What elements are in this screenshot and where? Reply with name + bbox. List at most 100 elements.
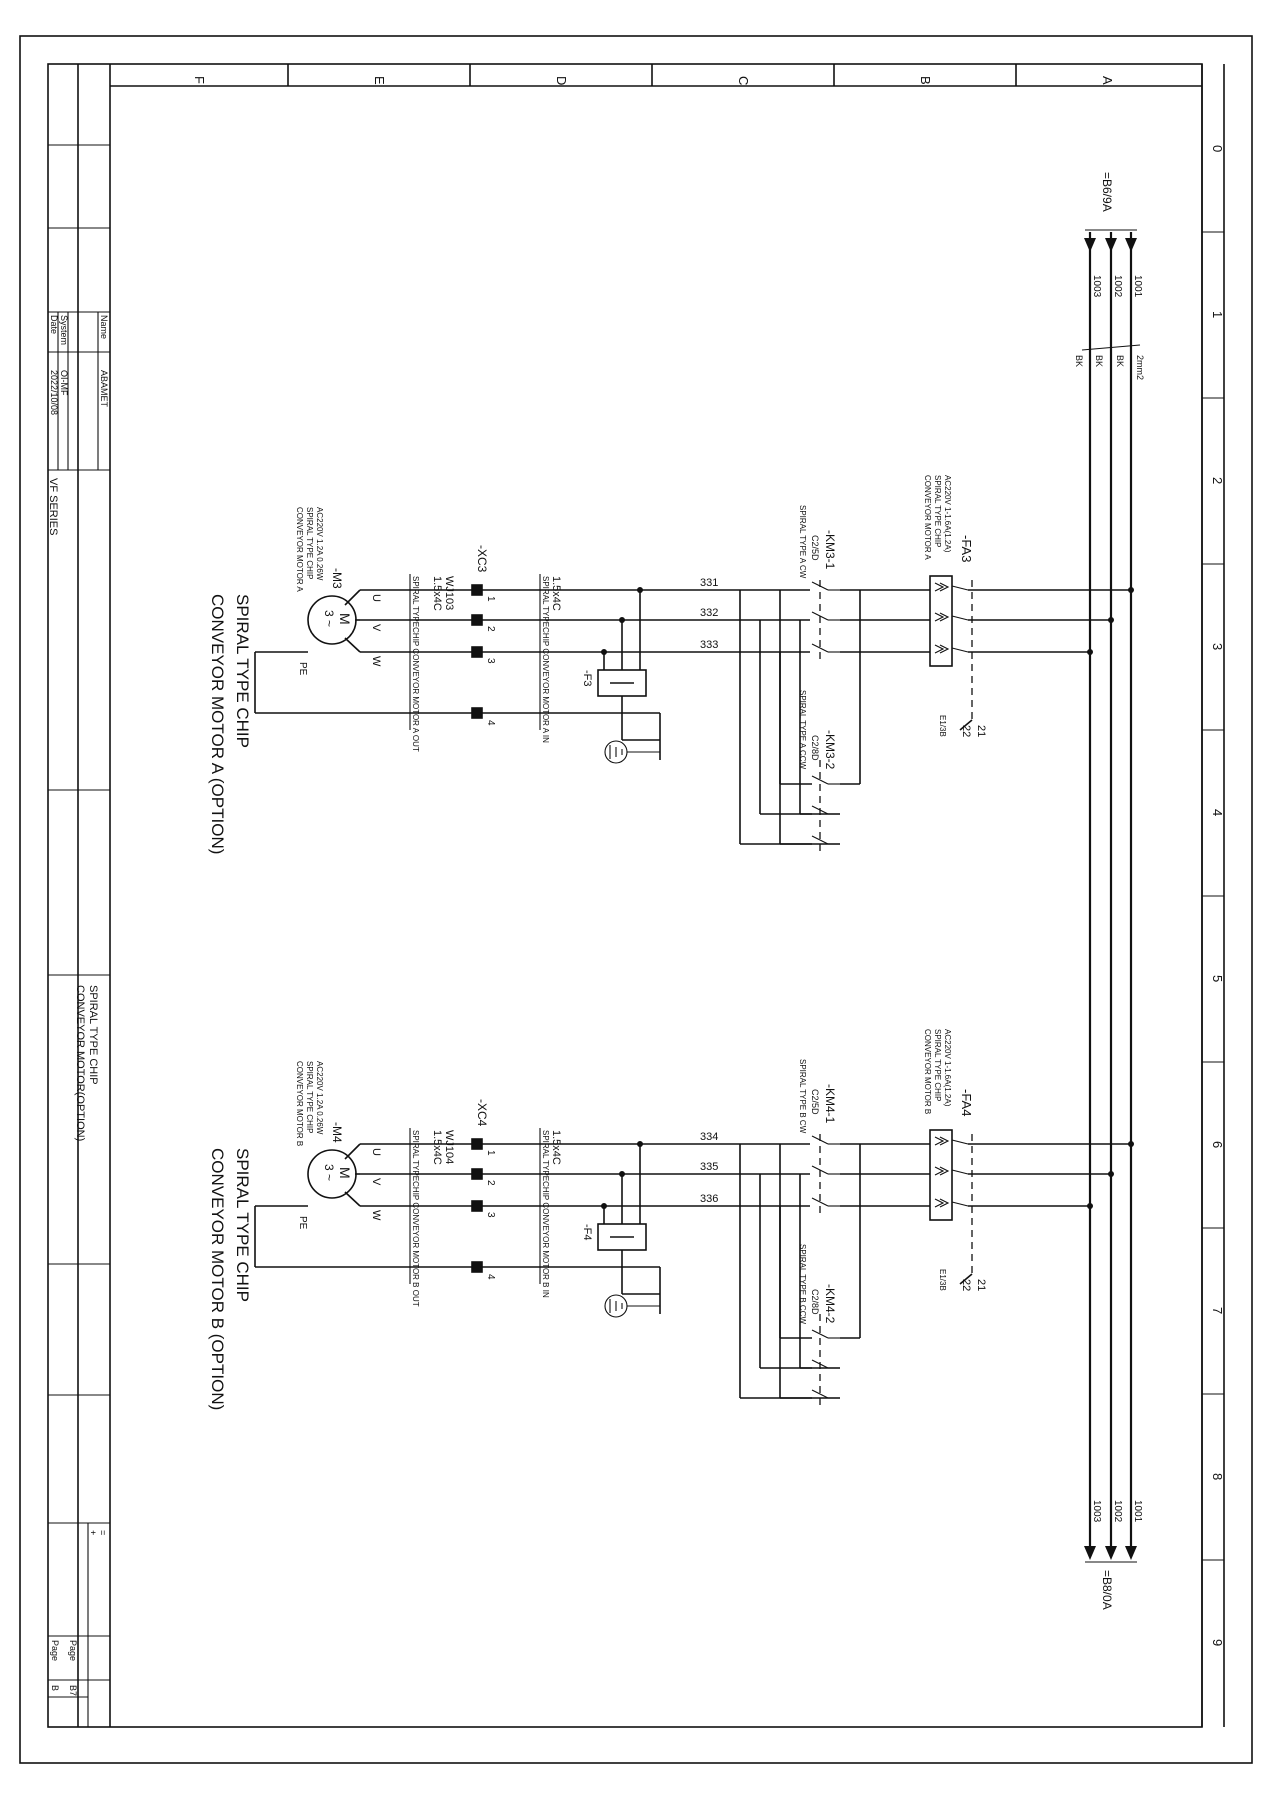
contactor-cw-model: C2/5D bbox=[810, 535, 820, 561]
outer-border bbox=[19, 35, 1253, 1764]
motor-symbol: 3 ~ bbox=[322, 610, 336, 627]
wire-number: 335 bbox=[700, 1161, 718, 1173]
row-label: 0 bbox=[1210, 145, 1225, 152]
phase-lines bbox=[480, 589, 1131, 653]
wire-number: 332 bbox=[700, 607, 718, 619]
sym-plus: + bbox=[88, 1530, 98, 1535]
bus-arrow-out bbox=[1105, 1546, 1117, 1560]
contactor-ccw-tag: -KM3-2 bbox=[823, 730, 837, 770]
row-label: 4 bbox=[1210, 809, 1225, 816]
terminal-number: 2 bbox=[485, 626, 496, 632]
supply-bus bbox=[1081, 229, 1141, 1563]
row-label: 6 bbox=[1210, 1141, 1225, 1148]
cable-out-id: WJ103 bbox=[443, 576, 455, 610]
bus-arrow-out bbox=[1084, 1546, 1096, 1560]
drawing-title-line2: CONVEYOR MOTOR(OPTION) bbox=[74, 985, 86, 1141]
cable-in-size: 1.5x4C bbox=[550, 1130, 562, 1165]
row-label: 7 bbox=[1210, 1307, 1225, 1314]
motor-symbol: M bbox=[337, 613, 353, 625]
cable-in-desc: SPIRAL TYPECHIP CONVEYOR MOTOR A IN bbox=[541, 576, 550, 743]
bus-wire-2: 1002 bbox=[1112, 275, 1123, 298]
breaker-tag: -FA3 bbox=[959, 535, 974, 562]
row-label: 3 bbox=[1210, 643, 1225, 650]
filter-tag: -F4 bbox=[581, 1224, 593, 1241]
motor-desc: AC220V 1.2A 0.26W bbox=[315, 1061, 324, 1135]
terminal-block bbox=[471, 584, 661, 740]
motor-desc: SPIRAL TYPE CHIP bbox=[305, 1061, 314, 1133]
motor-pe: PE bbox=[297, 1216, 308, 1230]
row-label: 5 bbox=[1210, 975, 1225, 982]
contactor-ccw-tag: -KM4-2 bbox=[823, 1284, 837, 1324]
terminal-number: 2 bbox=[485, 1180, 496, 1186]
motor-phase: V bbox=[370, 624, 382, 632]
bus-section: 2mm2 bbox=[1135, 355, 1145, 380]
terminal-number: 4 bbox=[485, 1274, 496, 1280]
column-label: B bbox=[918, 76, 933, 85]
outgoing-ref: =B8/0A bbox=[1100, 1570, 1114, 1610]
cable-out-desc: SPIRAL TYPECHIP CONVEYOR MOTOR A OUT bbox=[411, 576, 420, 752]
circuit-title-line2: CONVEYOR MOTOR B (OPTION) bbox=[208, 1148, 227, 1410]
motor-pe: PE bbox=[297, 662, 308, 676]
bus-arrow-in bbox=[1084, 238, 1096, 252]
page-value: B7 bbox=[68, 1685, 78, 1696]
column-label: E bbox=[372, 76, 387, 85]
drawing-title-line1: SPIRAL TYPE CHIP bbox=[87, 985, 99, 1085]
column-label: C bbox=[736, 76, 751, 85]
cable-in-size: 1.5x4C bbox=[550, 576, 562, 611]
motor-phase: U bbox=[370, 1148, 382, 1156]
row-label: 1 bbox=[1210, 311, 1225, 318]
series-label: VF SERIES bbox=[47, 478, 59, 535]
motor-symbol: M bbox=[337, 1167, 353, 1179]
breaker-aux: 21 bbox=[975, 1279, 987, 1291]
filter-f3 bbox=[597, 590, 661, 760]
wire-number: 333 bbox=[700, 639, 718, 651]
breaker-desc: AC220V 1-1.6A(1.2A) bbox=[943, 475, 952, 553]
breaker-aux-ref: E1/3B bbox=[938, 715, 947, 737]
motor-phase: W bbox=[370, 1210, 382, 1221]
bus-labels: =B6/9A =B8/0A 1001 1002 1003 1001 1002 1… bbox=[1074, 172, 1145, 1610]
motor-phase: V bbox=[370, 1178, 382, 1186]
motor-phase: W bbox=[370, 656, 382, 667]
date-label: Date bbox=[49, 315, 59, 334]
breaker-desc: AC220V 1-1.6A(1.2A) bbox=[943, 1029, 952, 1107]
page-label-2: Page bbox=[50, 1640, 60, 1661]
bus-color: BK bbox=[1094, 355, 1104, 367]
bus-wire-2: 1002 bbox=[1112, 1500, 1123, 1523]
breaker-aux-ref: E1/3B bbox=[938, 1269, 947, 1291]
breaker-tag: -FA4 bbox=[959, 1089, 974, 1116]
cable-out-size: 1.5x4C bbox=[431, 1130, 443, 1165]
circuit-title-line2: CONVEYOR MOTOR A (OPTION) bbox=[208, 594, 227, 854]
name-label: Name bbox=[99, 315, 109, 339]
date-value: 2022/10/08 bbox=[49, 370, 59, 415]
breaker-desc: CONVEYOR MOTOR A bbox=[923, 475, 932, 560]
contactor-ccw-contacts bbox=[811, 775, 840, 845]
motor-phase: U bbox=[370, 594, 382, 602]
breaker-aux: 21 bbox=[975, 725, 987, 737]
motor-desc: CONVEYOR MOTOR B bbox=[295, 1061, 304, 1146]
terminal-number: 3 bbox=[485, 658, 496, 664]
system-value: OI-MF bbox=[59, 370, 69, 396]
ground-icon bbox=[604, 740, 628, 764]
breaker-desc: SPIRAL TYPE CHIP bbox=[933, 1029, 942, 1101]
contactor-ccw-model: C2/8D bbox=[810, 1289, 820, 1315]
cable-in-desc: SPIRAL TYPECHIP CONVEYOR MOTOR B IN bbox=[541, 1130, 550, 1298]
bus-wire-3: 1003 bbox=[1091, 275, 1102, 298]
motor-m3 bbox=[254, 589, 472, 714]
circuit-title-line1: SPIRAL TYPE CHIP bbox=[233, 1148, 252, 1302]
page-label: Page bbox=[68, 1640, 78, 1661]
circuit-title-line1: SPIRAL TYPE CHIP bbox=[233, 594, 252, 748]
terminal-number: 3 bbox=[485, 1212, 496, 1218]
sym-eq: = bbox=[98, 1530, 108, 1535]
bus-wire-1: 1001 bbox=[1132, 1500, 1143, 1523]
motor-symbol: 3 ~ bbox=[322, 1164, 336, 1181]
column-label: D bbox=[554, 76, 569, 85]
column-dividers bbox=[287, 64, 1017, 86]
column-label: A bbox=[1100, 76, 1115, 85]
contactor-cw-tag: -KM3-1 bbox=[823, 530, 837, 570]
terminal-number: 1 bbox=[485, 596, 496, 602]
bus-arrow-out bbox=[1125, 1546, 1137, 1560]
incoming-ref: =B6/9A bbox=[1100, 172, 1114, 212]
contactor-cw-desc: SPIRAL TYPE A CW bbox=[798, 505, 807, 579]
circuit-motor-a: -FA3 AC220V 1-1.6A(1.2A) SPIRAL TYPE CHI… bbox=[208, 475, 1134, 854]
breaker-desc: CONVEYOR MOTOR B bbox=[923, 1029, 932, 1114]
